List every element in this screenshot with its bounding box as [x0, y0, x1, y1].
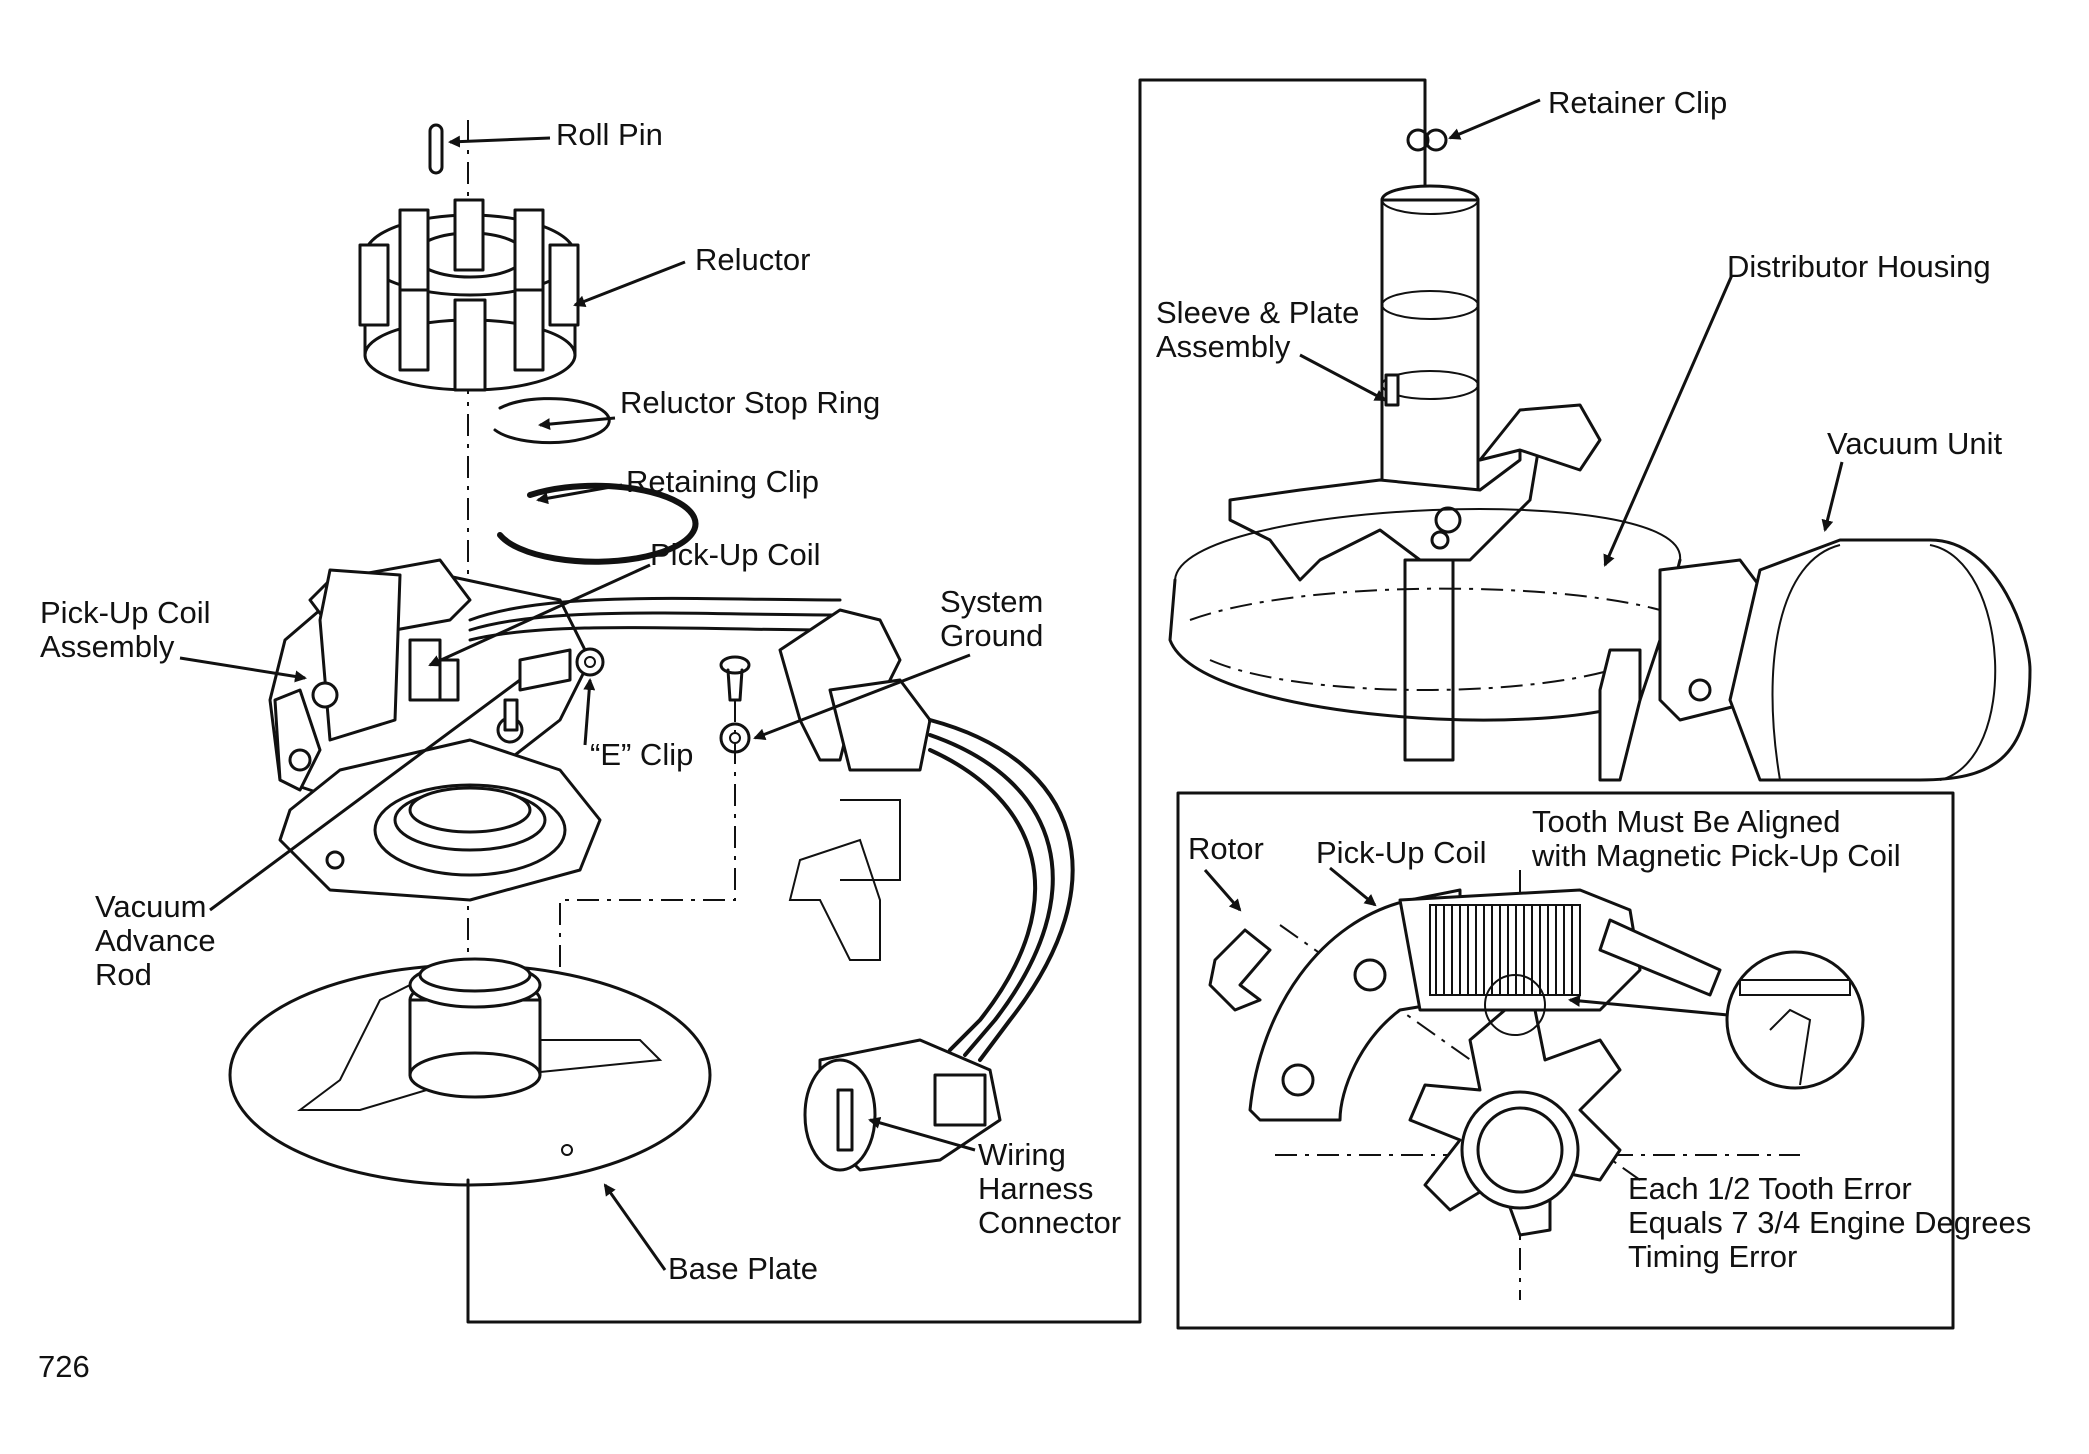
sleeve-plate-assembly-part: [1228, 184, 1602, 762]
roll-pin-part: [428, 123, 444, 175]
inset-label-pick-up-coil: Pick-Up Coil: [1316, 835, 1487, 870]
alignment-inset-frame: [1176, 791, 1955, 1330]
inset-label-rotor: Rotor: [1188, 831, 1264, 866]
label-retainer-clip: Retainer Clip: [1548, 85, 1728, 120]
inset-timing-error-note: Each 1/2 Tooth Error Equals 7 3/4 Engine…: [1628, 1171, 2032, 1274]
pick-up-coil-assembly-part: [268, 558, 602, 902]
figure-number: 726: [38, 1349, 90, 1384]
label-system-ground: System Ground: [940, 584, 1044, 653]
label-wiring-harness-connector: Wiring Harness Connector: [978, 1137, 1122, 1240]
label-vacuum-advance-rod: Vacuum Advance Rod: [95, 889, 216, 992]
label-vacuum-unit: Vacuum Unit: [1827, 426, 2003, 461]
label-retaining-clip: Retaining Clip: [626, 464, 819, 499]
retaining-clip-part: [497, 482, 699, 565]
system-ground-screw-part: [559, 655, 751, 1150]
inset-tooth-alignment-note: Tooth Must Be Aligned with Magnetic Pick…: [1532, 804, 1901, 873]
label-sleeve-plate-assembly: Sleeve & Plate Assembly: [1156, 295, 1360, 364]
reluctor-stop-ring-part: [493, 397, 611, 445]
label-reluctor: Reluctor: [695, 242, 811, 277]
connector-block-part: [778, 608, 932, 961]
reluctor-part: [358, 198, 580, 392]
label-e-clip: “E” Clip: [590, 737, 694, 772]
label-reluctor-stop-ring: Reluctor Stop Ring: [620, 385, 881, 420]
e-clip-part: [575, 647, 605, 677]
label-base-plate: Base Plate: [668, 1251, 818, 1286]
label-distributor-housing: Distributor Housing: [1727, 249, 1991, 284]
label-pick-up-coil-assembly: Pick-Up Coil Assembly: [40, 595, 211, 664]
label-roll-pin: Roll Pin: [556, 117, 663, 152]
alignment-inset-drawing: [1208, 870, 1865, 1300]
wiring-harness-plug-part: [803, 1038, 1002, 1172]
vacuum-unit-part: [1728, 538, 2032, 782]
base-plate-part: [228, 957, 712, 1187]
label-pick-up-coil: Pick-Up Coil: [650, 537, 821, 572]
retainer-clip-part: [1406, 128, 1448, 152]
